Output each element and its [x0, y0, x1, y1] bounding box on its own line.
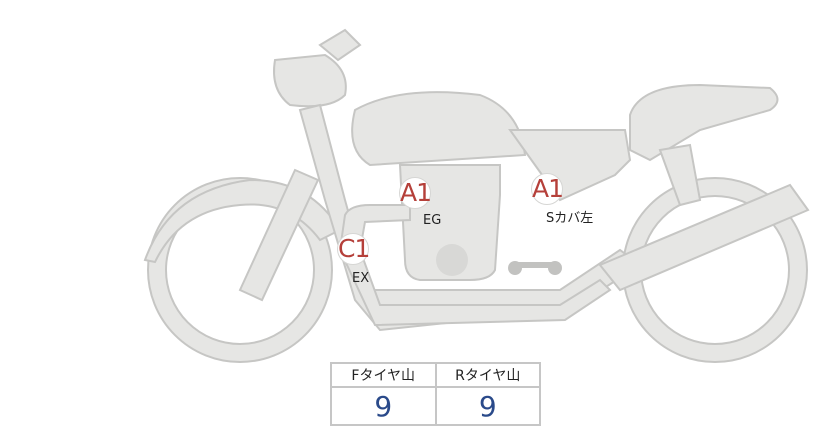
exhaust-pipe[interactable]: [338, 204, 612, 327]
header-front-tire: Fタイヤ山: [330, 362, 437, 388]
marker-label-side-cover: Sカバ左: [546, 211, 594, 226]
marker-badge-side-cover[interactable]: A1: [531, 173, 564, 205]
handlebar[interactable]: [318, 28, 362, 62]
seat[interactable]: [629, 83, 779, 162]
tire-tread-table: Fタイヤ山 Rタイヤ山 9 9: [330, 362, 541, 426]
muffler[interactable]: [598, 183, 810, 292]
fuel-tank[interactable]: [351, 91, 527, 167]
value-rear-tire: 9: [434, 386, 541, 426]
marker-label-eg: EG: [423, 213, 442, 228]
header-rear-tire: Rタイヤ山: [434, 362, 541, 388]
engine-cover[interactable]: [436, 244, 468, 276]
marker-badge-ex[interactable]: C1: [337, 233, 370, 265]
marker-label-ex: EX: [352, 271, 370, 286]
marker-badge-eg[interactable]: A1: [399, 177, 432, 209]
value-front-tire: 9: [330, 386, 437, 426]
headlight[interactable]: [273, 53, 347, 108]
front-fork[interactable]: [238, 168, 320, 302]
rear-frame[interactable]: [658, 143, 702, 207]
side-cover[interactable]: [508, 129, 632, 202]
